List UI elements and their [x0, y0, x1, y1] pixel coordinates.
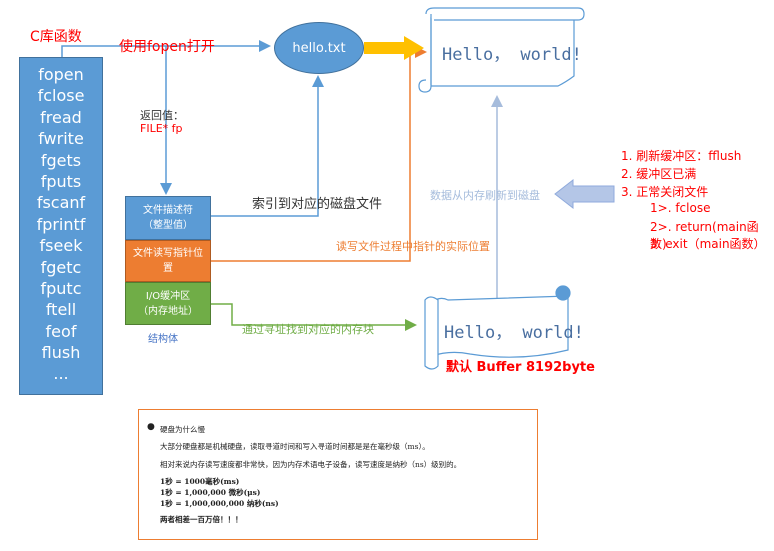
- note-line: 1秒 = 1000毫秒(ms): [160, 477, 240, 486]
- buffer-box: I/O缓冲区 （内存地址）: [125, 282, 211, 325]
- buffer-scroll: [424, 285, 571, 370]
- function-item: fclose: [37, 86, 85, 106]
- note-conclusion: 两者相差一百万倍！！！: [160, 515, 243, 524]
- pointer-box: 文件读写指针位 置: [125, 240, 211, 282]
- function-item: fgetc: [40, 257, 82, 277]
- note-bullet: ●: [147, 422, 155, 432]
- condition-return: 2>. return(main函数): [650, 220, 759, 251]
- function-item: ...: [53, 364, 69, 384]
- address-label: 通过寻址找到对应的内存块: [242, 323, 374, 336]
- note-line: 大部分硬盘都是机械硬盘，读取寻道时间和写入寻道时间都是是在毫秒级（ms）。: [160, 442, 430, 451]
- function-item: fwrite: [38, 129, 84, 149]
- function-item: fread: [40, 107, 82, 127]
- buffer-scroll-text: Hello， world!: [444, 323, 584, 343]
- function-item: fputc: [40, 278, 82, 298]
- fopen-arrow: [61, 40, 271, 57]
- function-item: ftell: [45, 300, 77, 320]
- function-list: fopen fclose fread fwrite fgets fputs fs…: [19, 57, 103, 395]
- file-node: hello.txt: [274, 22, 364, 74]
- function-item: fputs: [40, 171, 82, 191]
- condition-fflush: 1. 刷新缓冲区：fflush: [621, 149, 742, 163]
- rw-label: 读写文件过程中指针的实际位置: [336, 240, 490, 253]
- conditions-arrow: [554, 178, 615, 210]
- function-item: fprintf: [36, 214, 86, 234]
- fd-label: 文件描述符: [143, 205, 193, 216]
- file-node-label: hello.txt: [292, 40, 346, 56]
- addr-arrow: [211, 303, 417, 331]
- clib-label: C库函数: [30, 29, 82, 45]
- pointer-label: 文件读写指针位: [133, 248, 203, 259]
- index-arrow: [211, 75, 324, 217]
- note-line: 1秒 = 1,000,000 微秒(μs): [160, 488, 261, 497]
- return-label: 返回值：: [140, 109, 184, 122]
- note-box: [138, 409, 538, 540]
- fd-sublabel: （整型值）: [143, 220, 193, 231]
- disk-scroll: [418, 7, 585, 93]
- index-label: 索引到对应的磁盘文件: [252, 197, 383, 212]
- note-title: 硬盘为什么慢: [160, 425, 205, 434]
- function-item: feof: [45, 321, 77, 341]
- pointer-sublabel: 置: [163, 263, 173, 274]
- flush-label: 数据从内存刷新到磁盘: [430, 189, 540, 202]
- function-item: fscanf: [36, 193, 86, 213]
- buffer-label: I/O缓冲区: [145, 290, 191, 302]
- struct-caption: 结构体: [148, 334, 178, 345]
- condition-exit: 3. exit（main函数）: [650, 237, 766, 251]
- function-item: fgets: [40, 150, 82, 170]
- function-item: flush: [41, 343, 81, 363]
- buffer-sublabel: （内存地址）: [138, 305, 198, 317]
- buffer-size-caption: 默认 Buffer 8192byte: [446, 360, 595, 375]
- note-line: 相对来说内存读写速度都非常快，因为内存术语电子设备，读写速度是纳秒（ns）级别的…: [160, 460, 462, 469]
- function-item: fseek: [39, 236, 83, 256]
- note-line: 1秒 = 1,000,000,000 纳秒(ns): [160, 499, 279, 508]
- gold-arrow: [364, 36, 424, 60]
- condition-fclose: 1>. fclose: [650, 201, 711, 215]
- fd-box: 文件描述符 （整型值）: [125, 196, 211, 240]
- function-item: fopen: [38, 65, 84, 84]
- fp-label: FILE* fp: [140, 122, 183, 135]
- condition-buffer-full: 2. 缓冲区已满: [621, 167, 697, 181]
- fopen-label: 使用fopen打开: [119, 39, 215, 55]
- condition-close: 3. 正常关闭文件: [621, 185, 709, 199]
- disk-scroll-text: Hello， world!: [442, 45, 582, 65]
